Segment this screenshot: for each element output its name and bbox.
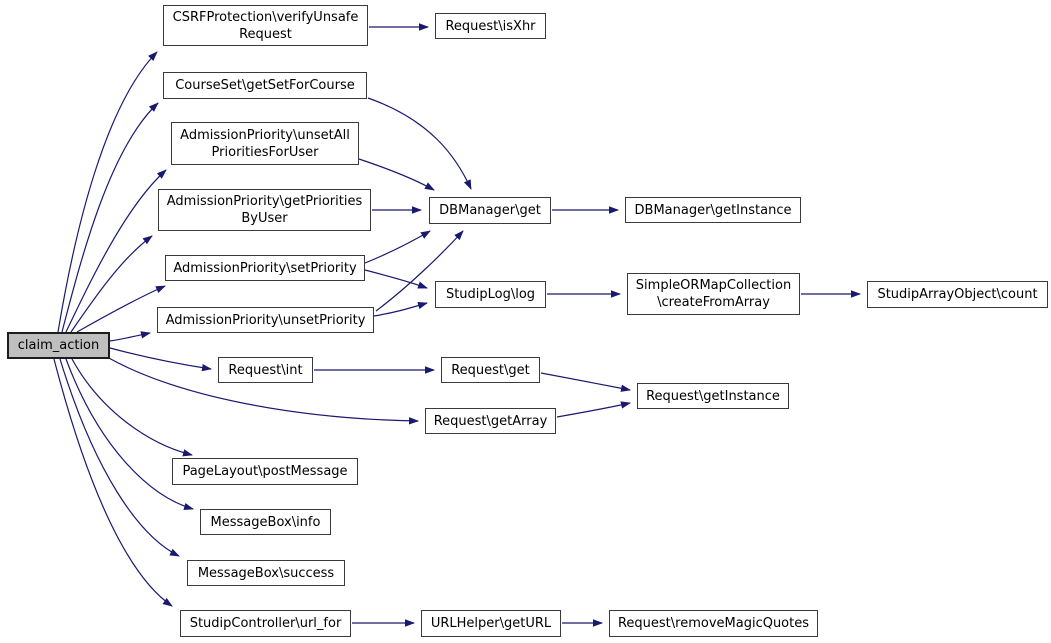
edge-claim_action-to-request_int <box>109 347 212 372</box>
node-label: AdmissionPriority\setPriority <box>173 260 357 276</box>
node-label: claim_action <box>17 338 100 353</box>
node-request_getinstance[interactable]: Request\getInstance <box>637 383 789 409</box>
node-label: Request\int <box>228 362 303 378</box>
node-courseset_getsetforcourse[interactable]: CourseSet\getSetForCourse <box>163 72 367 99</box>
node-dbmanager_get[interactable]: DBManager\get <box>429 197 551 224</box>
node-admissionpriority_setpriority[interactable]: AdmissionPriority\setPriority <box>165 255 365 281</box>
node-label: CourseSet\getSetForCourse <box>175 78 355 93</box>
node-label: Request\getInstance <box>646 388 780 404</box>
node-studiparrayobject_count[interactable]: StudipArrayObject\count <box>867 281 1048 308</box>
node-admissionpriority_unsetpriority[interactable]: AdmissionPriority\unsetPriority <box>157 307 374 333</box>
node-request_get[interactable]: Request\get <box>441 357 540 383</box>
node-label: StudipArrayObject\count <box>877 287 1038 302</box>
edge-claim_action-to-courseset_getsetforcourse <box>61 102 159 333</box>
edge-admissionpriority_unsetpriority-to-dbmanager_get <box>375 230 464 312</box>
node-label: PrioritiesForUser <box>211 144 319 160</box>
node-studiplog_log[interactable]: StudipLog\log <box>435 281 546 308</box>
edge-claim_action-to-admissionpriority_unsetallprioritiesforuser <box>65 169 167 333</box>
edge-admissionpriority_setpriority-to-studiplog_log <box>364 269 428 289</box>
node-label: DBManager\get <box>439 203 541 218</box>
node-dbmanager_getinstance[interactable]: DBManager\getInstance <box>625 197 801 223</box>
node-label: \createFromArray <box>657 295 770 310</box>
node-label: DBManager\getInstance <box>634 202 792 218</box>
edge-claim_action-to-admissionpriority_unsetpriority <box>109 331 151 342</box>
edge-claim_action-to-messagebox_success <box>59 358 180 557</box>
node-label: StudipController\url_for <box>189 616 342 631</box>
edge-claim_action-to-request_getarray <box>106 356 419 425</box>
node-label: PageLayout\postMessage <box>182 464 348 479</box>
node-label: SimpleORMapCollection <box>635 278 792 293</box>
node-label: AdmissionPriority\unsetAll <box>180 127 350 143</box>
edge-claim_action-to-pagelayout_postmessage <box>71 358 193 457</box>
node-label: Request\removeMagicQuotes <box>617 616 810 631</box>
node-urlhelper_geturl[interactable]: URLHelper\getURL <box>421 610 561 637</box>
node-request_isxhr[interactable]: Request\isXhr <box>435 13 546 39</box>
node-label: AdmissionPriority\getPriorities <box>166 194 363 209</box>
edge-admissionpriority_setpriority-to-dbmanager_get <box>364 230 431 264</box>
node-request_getarray[interactable]: Request\getArray <box>425 408 556 434</box>
edge-claim_action-to-studipcontroller_url_for <box>53 358 173 607</box>
edge-claim_action-to-admissionpriority_setpriority <box>76 285 166 333</box>
node-label: AdmissionPriority\unsetPriority <box>165 312 366 328</box>
edge-request_getarray-to-request_getinstance <box>556 401 631 418</box>
edge-request_get-to-request_getinstance <box>540 372 631 392</box>
node-pagelayout_postmessage[interactable]: PageLayout\postMessage <box>172 458 358 485</box>
edge-claim_action-to-messagebox_info <box>65 358 194 511</box>
node-label: MessageBox\success <box>197 565 335 581</box>
node-label: Request\getArray <box>433 413 548 429</box>
edge-courseset_getsetforcourse-to-dbmanager_get <box>367 97 472 190</box>
node-messagebox_info[interactable]: MessageBox\info <box>200 509 331 535</box>
node-request_removemagicquotes[interactable]: Request\removeMagicQuotes <box>609 610 818 637</box>
node-label: Request\get <box>451 362 530 378</box>
node-label: ByUser <box>241 211 288 226</box>
node-label: CSRFProtection\verifyUnsafe <box>172 9 359 25</box>
node-simpleormapcollection_createfromarray[interactable]: SimpleORMapCollection \createFromArray <box>627 273 800 315</box>
edge-admissionpriority_unsetallprioritiesforuser-to-dbmanager_get <box>358 158 435 191</box>
node-studipcontroller_url_for[interactable]: StudipController\url_for <box>180 610 351 637</box>
node-claim_action: claim_action <box>7 332 110 359</box>
node-label: Request <box>239 26 292 42</box>
edge-admissionpriority_unsetpriority-to-studiplog_log <box>373 301 428 317</box>
edge-claim_action-to-csrf_verify_unsafe_request <box>57 51 158 333</box>
node-label: MessageBox\info <box>210 514 321 530</box>
node-request_int[interactable]: Request\int <box>218 357 313 383</box>
node-label: StudipLog\log <box>445 287 536 302</box>
node-messagebox_success[interactable]: MessageBox\success <box>187 560 345 586</box>
edge-claim_action-to-admissionpriority_getprioritiesbyuser <box>70 235 153 333</box>
node-label: Request\isXhr <box>445 18 536 34</box>
node-label: URLHelper\getURL <box>430 616 552 631</box>
